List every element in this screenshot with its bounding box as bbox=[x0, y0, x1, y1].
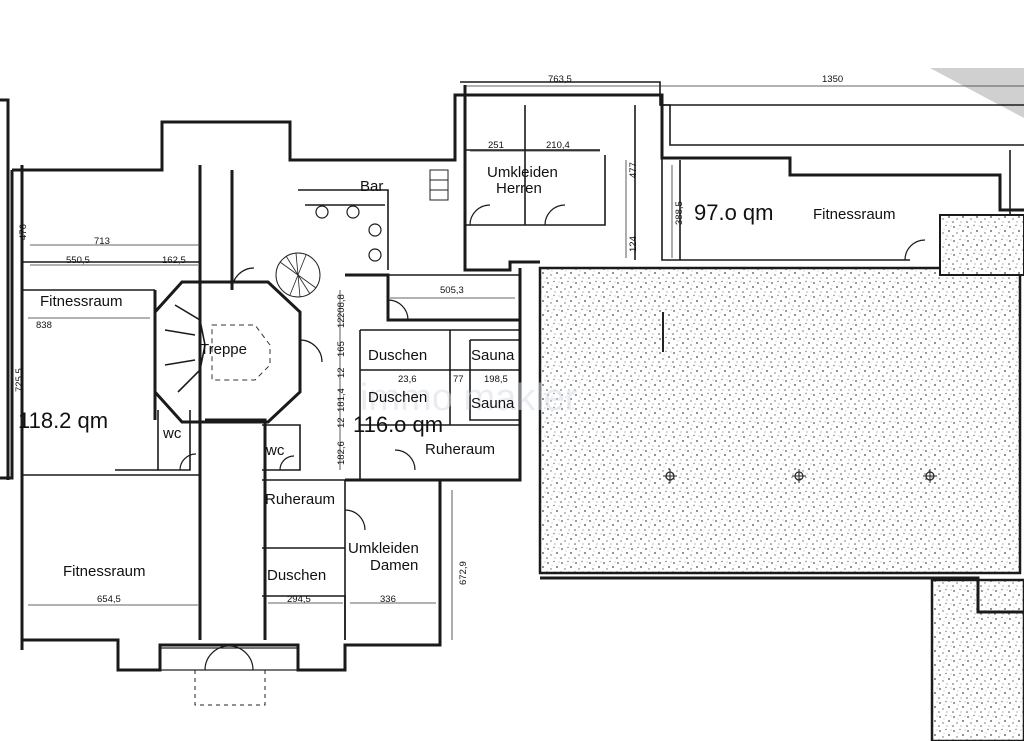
dim-label: 181,4 bbox=[336, 388, 347, 412]
room-fitness-left-top: Fitnessraum bbox=[40, 293, 123, 310]
room-wc-2: wc bbox=[265, 442, 285, 459]
area-left: 118.2 qm bbox=[18, 408, 108, 433]
dim-label: 476 bbox=[18, 224, 29, 240]
dim-label: 763,5 bbox=[548, 74, 572, 85]
dim-label: 838 bbox=[36, 320, 52, 331]
dim-label: 550,5 bbox=[66, 255, 90, 266]
room-wc-1: wc bbox=[162, 425, 182, 442]
room-umkleiden-herren-1: Umkleiden bbox=[487, 164, 558, 181]
dim-label: 477 bbox=[628, 162, 639, 178]
bar-stools bbox=[315, 169, 449, 262]
dim-label: 198,5 bbox=[484, 374, 508, 385]
dim-label: 210,4 bbox=[546, 140, 570, 151]
terrace-markers bbox=[662, 312, 937, 483]
dim-label: 672,9 bbox=[458, 561, 469, 585]
room-duschen-2: Duschen bbox=[368, 389, 427, 406]
terrace-area bbox=[538, 68, 1024, 741]
watermark-text: immo makler bbox=[360, 377, 578, 419]
room-treppe: Treppe bbox=[200, 341, 247, 358]
room-umkleiden-damen-1: Umkleiden bbox=[348, 540, 419, 557]
dim-label: 77 bbox=[453, 374, 464, 385]
area-center: 116.o qm bbox=[353, 412, 443, 437]
stair-octagon bbox=[153, 252, 321, 424]
dim-label: 165 bbox=[336, 341, 347, 357]
dim-label: 124 bbox=[628, 236, 639, 252]
dim-label: 1350 bbox=[822, 74, 843, 85]
dim-label: 505,3 bbox=[440, 285, 464, 296]
room-umkleiden-damen-2: Damen bbox=[370, 557, 418, 574]
room-ruheraum-1: Ruheraum bbox=[425, 441, 495, 458]
dim-label: 208,8 bbox=[336, 294, 347, 318]
room-umkleiden-herren-2: Herren bbox=[496, 180, 542, 197]
dim-label: 336 bbox=[380, 594, 396, 605]
room-duschen-1: Duschen bbox=[368, 347, 427, 364]
dim-label: 162,5 bbox=[162, 255, 186, 266]
room-fitness-right: Fitnessraum bbox=[813, 206, 896, 223]
dim-label: 12 bbox=[336, 417, 347, 428]
room-sauna-2: Sauna bbox=[471, 395, 515, 412]
dim-label: 23,6 bbox=[398, 374, 417, 385]
room-labels: Fitnessraum Fitnessraum Fitnessraum Trep… bbox=[40, 164, 896, 584]
area-labels: 118.2 qm 116.o qm 97.o qm bbox=[18, 200, 774, 437]
dim-label: 294,5 bbox=[287, 594, 311, 605]
area-right: 97.o qm bbox=[694, 200, 774, 225]
dim-label: 12 bbox=[336, 317, 347, 328]
room-fitness-left-bottom: Fitnessraum bbox=[63, 563, 146, 580]
dimension-labels: 763,5 1350 251 210,4 713 550,5 162,5 838… bbox=[14, 74, 843, 605]
dim-label: 654,5 bbox=[97, 594, 121, 605]
dim-label: 725,5 bbox=[14, 368, 25, 392]
dim-label: 12 bbox=[336, 367, 347, 378]
dim-label: 182,6 bbox=[336, 441, 347, 465]
dim-label: 713 bbox=[94, 236, 110, 247]
room-duschen-3: Duschen bbox=[267, 567, 326, 584]
room-ruheraum-2: Ruheraum bbox=[265, 491, 335, 508]
dimension-lines bbox=[28, 85, 1024, 640]
interior-walls bbox=[22, 105, 910, 640]
dim-label: 251 bbox=[488, 140, 504, 151]
room-sauna-1: Sauna bbox=[471, 347, 515, 364]
room-bar: Bar bbox=[360, 178, 383, 195]
outer-walls bbox=[0, 81, 1024, 672]
dim-label: 388,5 bbox=[674, 201, 685, 225]
door-swings bbox=[159, 204, 926, 706]
